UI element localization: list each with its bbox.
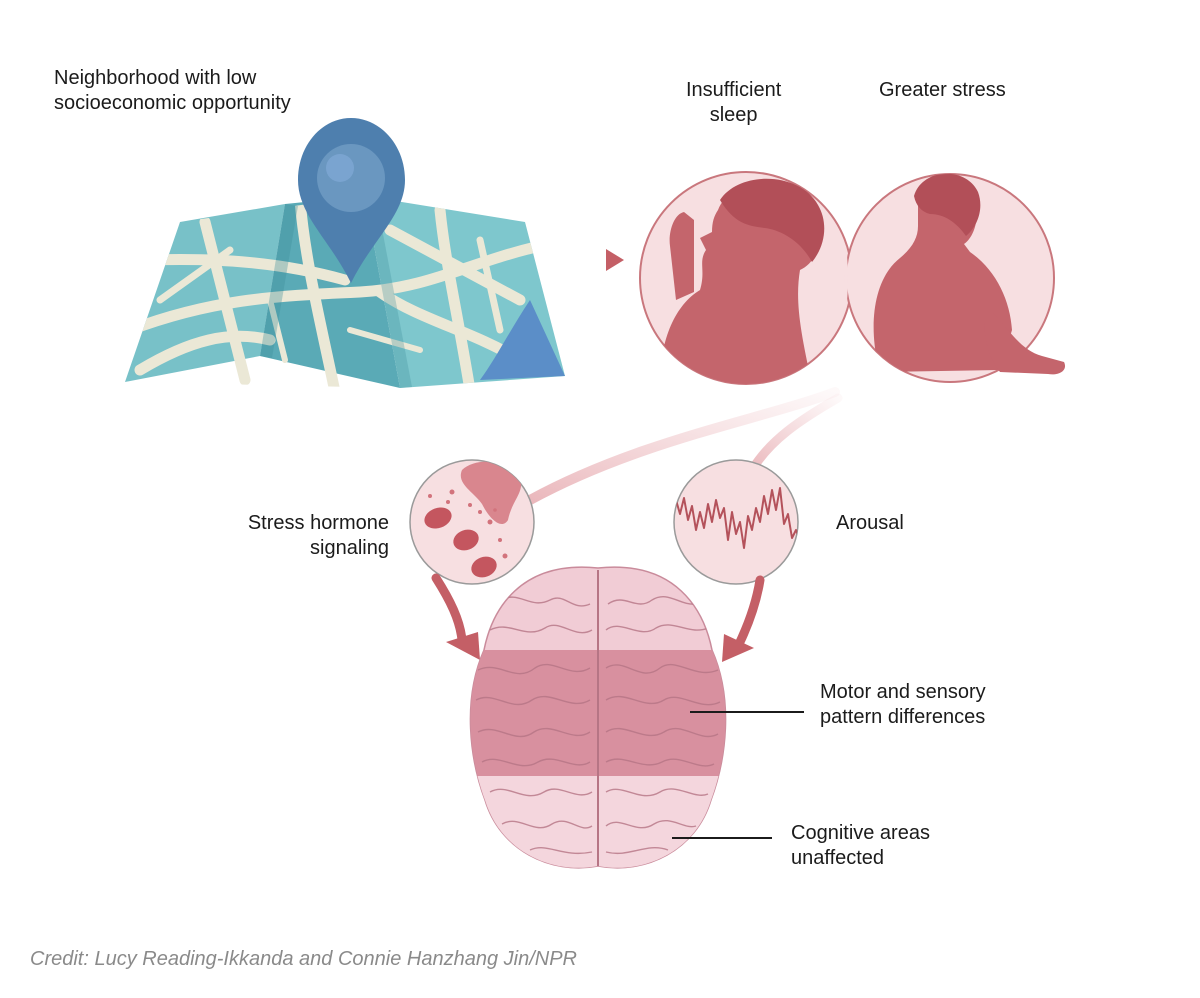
stress-label-line-1: Greater stress [879, 79, 1006, 101]
neighborhood-label: Neighborhood with low socioeconomic oppo… [54, 66, 291, 116]
cognitive-label-line-2: unaffected [791, 847, 885, 869]
motor-label-line-1: Motor and sensory [820, 681, 986, 703]
yawning-child-icon [660, 178, 825, 384]
sleep-label-line-2: sleep [709, 104, 758, 126]
arrow-down-right-icon [722, 575, 765, 662]
cognitive-label-line-1: Cognitive areas [791, 822, 930, 844]
waveform-icon [673, 459, 799, 585]
cognitive-areas-label: Cognitive areas unaffected [791, 821, 930, 871]
connector-ribbons [525, 387, 843, 505]
sleep-label-line-1: Insufficient [686, 79, 782, 101]
arrow-right-icon [552, 249, 624, 271]
location-pin-icon [298, 118, 405, 283]
motor-label-line-2: pattern differences [820, 706, 986, 728]
greater-stress-label: Greater stress [879, 78, 1006, 103]
hormone-cells-icon [409, 459, 535, 585]
insufficient-sleep-label: Insufficient sleep [686, 78, 781, 128]
sitting-child-icon [873, 174, 1066, 375]
brain-icon [469, 566, 727, 869]
arrow-down-left-icon [431, 573, 480, 660]
credit-line: Credit: Lucy Reading-Ikkanda and Connie … [30, 948, 577, 970]
motor-sensory-label: Motor and sensory pattern differences [820, 680, 986, 730]
arousal-label-line-1: Arousal [836, 512, 904, 534]
stress-hormone-label: Stress hormone signaling [234, 511, 389, 561]
hormone-label-line-1: Stress hormone [247, 512, 389, 534]
neighborhood-label-line-2: socioeconomic opportunity [54, 92, 291, 114]
hormone-label-line-2: signaling [310, 537, 389, 559]
arousal-label: Arousal [836, 511, 904, 536]
neighborhood-label-line-1: Neighborhood with low [54, 67, 257, 89]
